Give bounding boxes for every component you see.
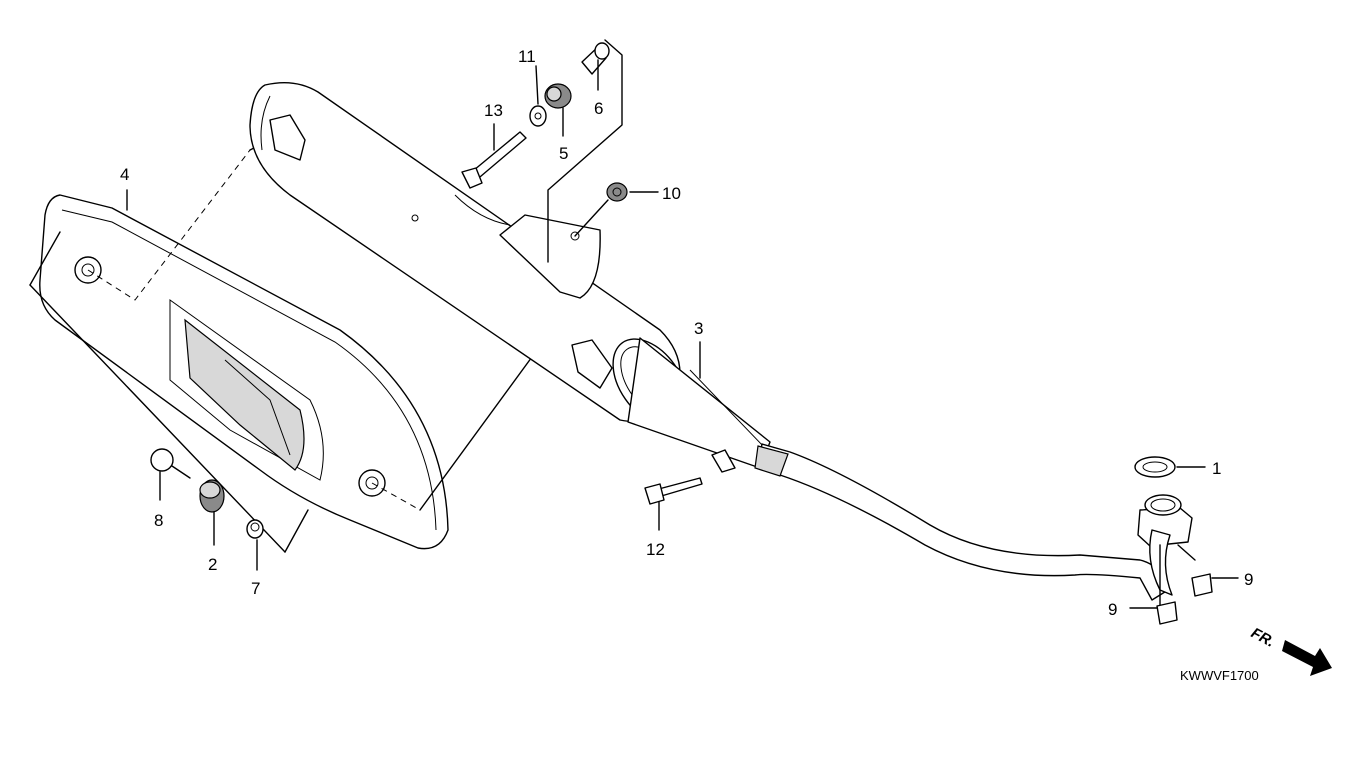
callout-11: 11 xyxy=(518,47,536,66)
callout-13: 13 xyxy=(484,101,503,120)
bolt-13 xyxy=(461,131,527,189)
front-direction-arrow-icon xyxy=(1282,640,1332,676)
gasket-1 xyxy=(1134,456,1176,478)
callout-10: 10 xyxy=(662,184,681,203)
collar-7 xyxy=(246,519,264,539)
callout-4: 4 xyxy=(120,165,129,184)
callout-5: 5 xyxy=(559,144,568,163)
callout-2: 2 xyxy=(208,555,217,574)
front-direction-label: FR. xyxy=(1248,625,1277,651)
bolt-8 xyxy=(150,448,191,479)
callout-9-right: 9 xyxy=(1244,570,1253,589)
callout-8: 8 xyxy=(154,511,163,530)
collar-6 xyxy=(581,42,610,75)
nut-10 xyxy=(606,182,628,202)
figure-code: KWWVF1700 xyxy=(1180,668,1259,683)
nut-9b xyxy=(1156,601,1178,625)
callout-3: 3 xyxy=(694,319,703,338)
exhaust-pipe xyxy=(627,337,1193,601)
callout-1: 1 xyxy=(1212,459,1221,478)
leader-lines xyxy=(126,39,1239,609)
bolt-12 xyxy=(644,477,703,505)
nut-9a xyxy=(1191,573,1213,597)
callout-9-left: 9 xyxy=(1108,600,1117,619)
callout-7: 7 xyxy=(251,579,260,598)
callout-12: 12 xyxy=(646,540,665,559)
rubber-mount-2 xyxy=(199,479,225,513)
heat-shield xyxy=(39,194,449,550)
callout-6: 6 xyxy=(594,99,603,118)
front-direction-marker: FR. xyxy=(1248,625,1332,676)
rubber-5 xyxy=(544,83,572,109)
washer-11 xyxy=(529,105,547,127)
